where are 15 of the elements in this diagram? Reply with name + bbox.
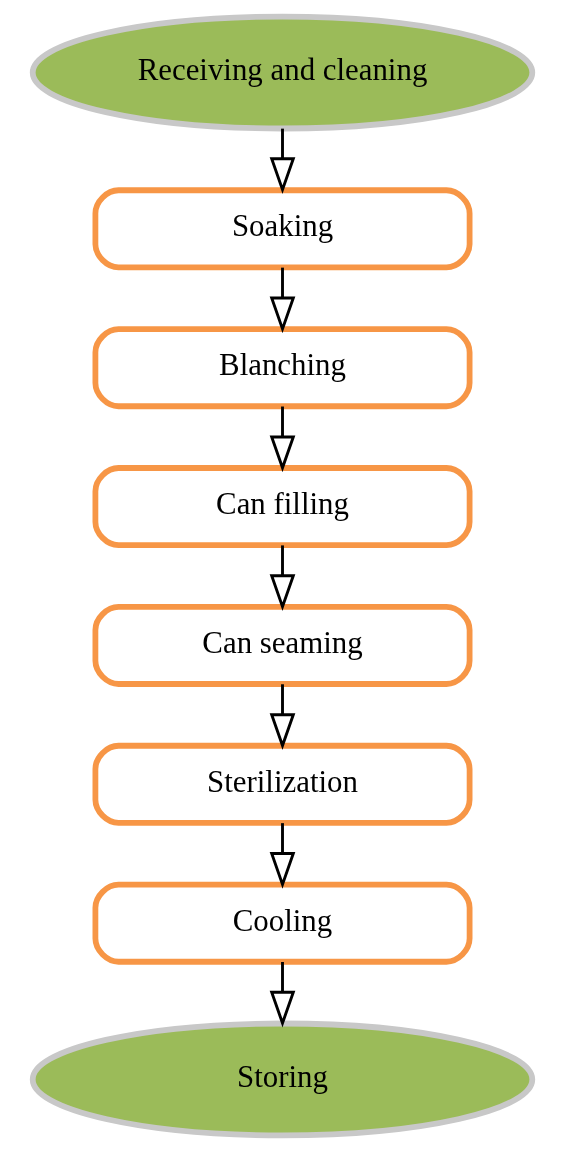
node-box: Blanching [92, 326, 473, 410]
arrow [269, 684, 296, 750]
arrow [269, 823, 296, 889]
node-box: Can filling [92, 465, 473, 549]
node-box: Sterilization [92, 742, 473, 826]
node-ellipse: Storing [29, 1020, 536, 1139]
arrow [269, 128, 296, 194]
arrow [269, 267, 296, 334]
node-box: Can seaming [92, 603, 473, 687]
arrow [269, 406, 296, 473]
node-ellipse: Receiving and cleaning [29, 13, 536, 132]
node-box: Cooling [92, 881, 473, 965]
arrow [269, 545, 296, 612]
node-box: Soaking [92, 187, 473, 271]
arrow [269, 962, 296, 1028]
